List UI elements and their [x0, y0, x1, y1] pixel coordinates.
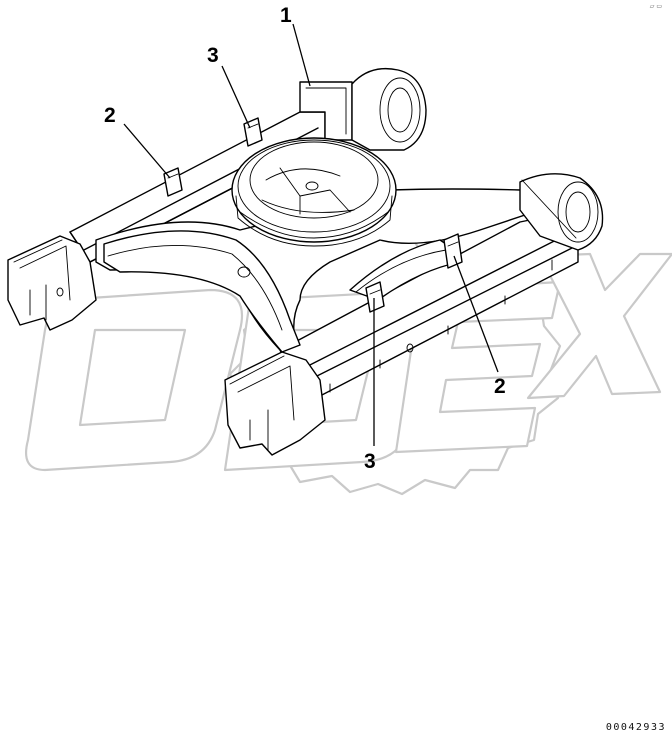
rear-sprocket-mount — [351, 67, 427, 151]
right-side-frame — [224, 209, 579, 456]
watermark-letter-x — [526, 252, 672, 400]
leader-lines — [123, 23, 499, 446]
callout-1: 1 — [280, 4, 292, 27]
leader-3-top — [221, 65, 251, 129]
corner-mark: ▱ ▭ — [649, 3, 662, 10]
leader-2-right — [453, 255, 499, 373]
drawing-number: 00042933 — [605, 722, 666, 733]
leader-2-left — [123, 123, 171, 179]
bracket-2-left — [163, 167, 183, 197]
watermark-letter-o — [24, 288, 244, 472]
bracket-2-right — [443, 233, 463, 269]
callout-3-top: 3 — [207, 44, 219, 67]
front-sprocket-mount — [519, 173, 604, 251]
bracket-3-bottom — [365, 281, 385, 313]
swing-circle — [231, 137, 397, 247]
callout-2-left: 2 — [104, 104, 116, 127]
callout-3-bottom: 3 — [364, 450, 376, 473]
leader-1 — [292, 23, 311, 87]
callout-2-right: 2 — [494, 375, 506, 398]
